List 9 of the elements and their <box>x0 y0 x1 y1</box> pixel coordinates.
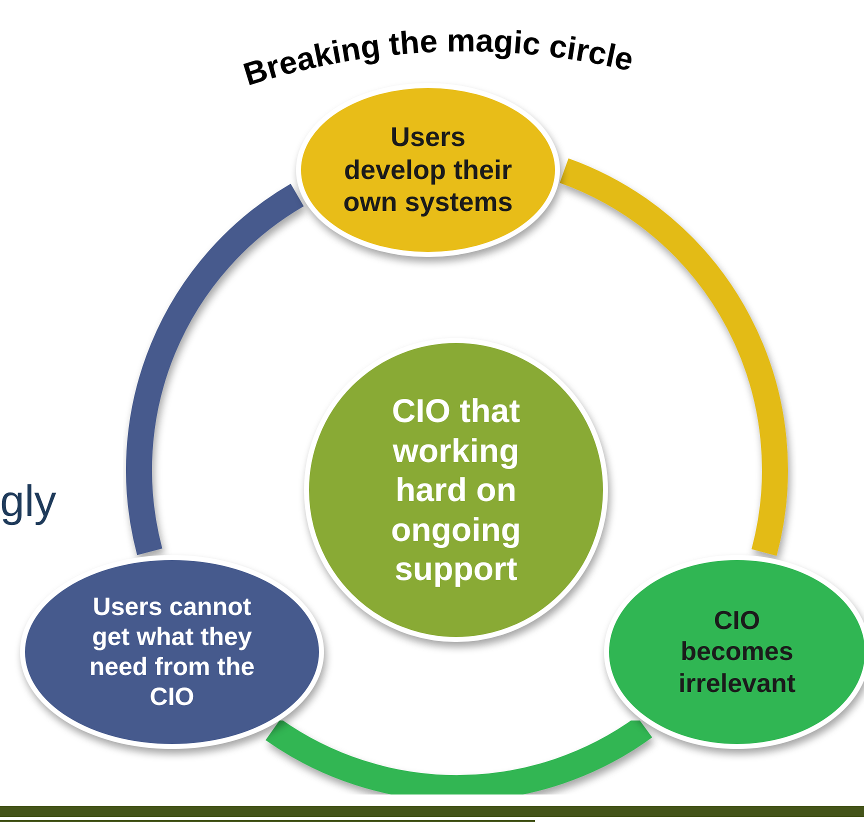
node-label: CIO that working hard on ongoing support <box>390 391 522 589</box>
title: Breaking the magic circle <box>239 22 637 92</box>
ring-arc <box>126 184 304 554</box>
node-label: Users develop their own systems <box>343 121 513 219</box>
node-label: Users cannot get what they need from the CIO <box>88 592 256 712</box>
text-fragment: gly <box>0 478 56 526</box>
ring-arc <box>558 158 788 556</box>
node-label: CIO becomes irrelevant <box>677 605 797 699</box>
ring-arc <box>266 716 652 801</box>
